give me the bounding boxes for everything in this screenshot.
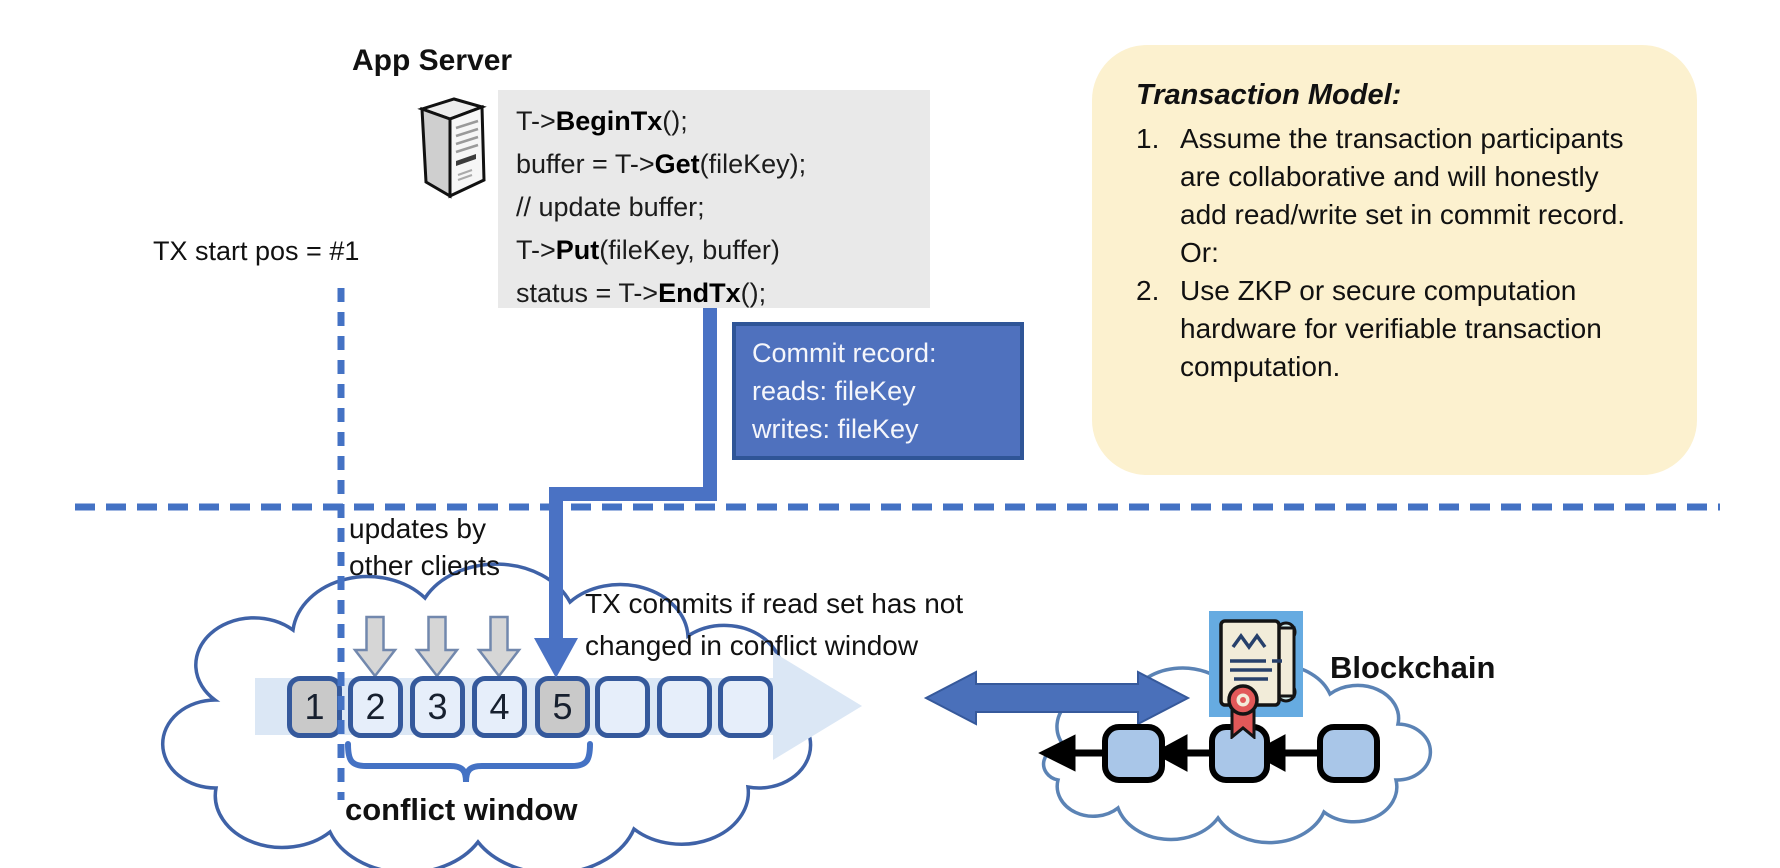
transaction-model-item: 1. Assume the transaction participants a… [1136,123,1626,268]
commit-record-box: Commit record: reads: fileKey writes: fi… [732,322,1024,460]
code-line: T->BeginTx(); [516,106,688,136]
transaction-model-list: 1. Assume the transaction participants a… [1136,120,1657,386]
update-down-arrow-icon [476,615,522,679]
tx-start-pos-label: TX start pos = #1 [153,236,360,266]
sync-double-arrow-icon [923,670,1191,726]
timeline-box-empty [595,676,650,738]
tx-commit-note: TX commits if read set has not changed i… [585,588,964,661]
certificate-icon [1209,611,1303,739]
conflict-window-bracket [345,741,593,783]
code-line: status = T->EndTx(); [516,278,767,308]
timeline-box-5: 5 [535,676,590,738]
app-server-label: App Server [352,44,513,77]
transaction-model-item: 2. Use ZKP or secure computation hardwar… [1136,275,1602,382]
timeline-box-4: 4 [472,676,527,738]
timeline-box-empty [657,676,712,738]
code-line: // update buffer; [516,192,705,222]
timeline-box-1: 1 [287,676,342,738]
commit-record-line: reads: fileKey [752,376,916,406]
block-icon [1317,724,1380,783]
code-line: T->Put(fileKey, buffer) [516,235,780,265]
server-icon [417,97,487,199]
updates-by-other-clients-label: updates by other clients [349,513,500,581]
chain-link-arrow-icon [1250,734,1320,772]
code-block: T->BeginTx(); buffer = T->Get(fileKey); … [498,90,930,308]
transaction-model-title: Transaction Model: [1136,79,1402,111]
conflict-window-label: conflict window [345,792,578,827]
transaction-model-panel: Transaction Model: 1. Assume the transac… [1092,45,1697,475]
commit-record-line: writes: fileKey [752,414,919,444]
update-down-arrow-icon [414,615,460,679]
block-icon [1102,724,1165,783]
timeline-box-2: 2 [348,676,403,738]
chain-link-arrow-icon [1038,734,1105,772]
commit-record-line: Commit record: [752,338,937,368]
blockchain-label: Blockchain [1330,650,1496,685]
timeline-box-3: 3 [410,676,465,738]
timeline-box-empty [718,676,773,738]
chain-link-arrow-icon [1152,734,1212,772]
update-down-arrow-icon [352,615,398,679]
code-line: buffer = T->Get(fileKey); [516,149,807,179]
